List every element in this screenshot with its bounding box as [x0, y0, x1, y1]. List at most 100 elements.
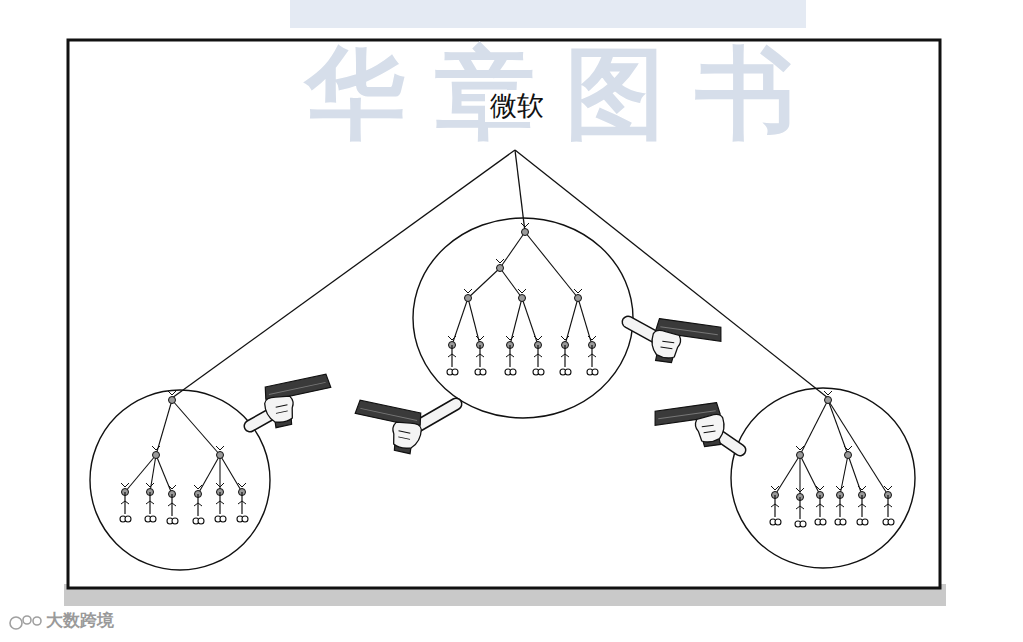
person-mark — [194, 485, 202, 489]
hand-with-gun — [653, 402, 740, 453]
person-figure — [146, 501, 154, 504]
person-mark — [884, 486, 892, 490]
person-mark — [816, 486, 824, 490]
person-mark — [448, 336, 456, 340]
logo-ring — [33, 617, 41, 625]
person-figure — [887, 495, 888, 517]
person-node — [217, 452, 224, 459]
person-figure — [479, 345, 480, 367]
tree-branch — [156, 400, 172, 455]
person-figure — [816, 504, 824, 507]
person-figure — [124, 492, 125, 514]
person-node — [522, 229, 529, 236]
person-figure — [799, 497, 800, 519]
logo-ring — [10, 617, 22, 629]
person-mark — [476, 336, 484, 340]
person-figure — [149, 492, 150, 514]
org-tree — [770, 391, 894, 527]
tree-branch — [198, 455, 220, 494]
watermark: 华章图书 — [305, 44, 795, 144]
tree-branch — [848, 455, 862, 495]
hierarchy-line — [515, 150, 828, 398]
person-mark — [771, 486, 779, 490]
person-figure — [796, 506, 804, 509]
person-figure — [861, 495, 862, 517]
person-figure — [509, 345, 510, 367]
person-figure — [888, 519, 894, 525]
person-mark — [844, 446, 852, 450]
person-figure — [564, 345, 565, 367]
person-figure — [591, 345, 592, 367]
person-figure — [774, 495, 775, 517]
person-figure — [775, 519, 781, 525]
hand — [694, 413, 726, 443]
person-figure — [800, 521, 806, 527]
person-mark — [796, 446, 804, 450]
person-figure — [839, 495, 840, 517]
person-figure — [592, 369, 598, 375]
person-node — [169, 397, 176, 404]
person-figure — [840, 519, 846, 525]
person-mark — [216, 446, 224, 450]
person-figure — [220, 516, 226, 522]
person-node — [575, 295, 582, 302]
person-node — [519, 295, 526, 302]
person-mark — [521, 223, 529, 227]
hand — [389, 419, 422, 451]
division-circle — [731, 388, 915, 568]
pistol — [349, 400, 422, 455]
tree-branch — [500, 232, 525, 268]
tree-branch — [800, 400, 828, 455]
logo-ring — [23, 616, 31, 624]
person-mark — [796, 488, 804, 492]
person-figure — [451, 345, 452, 367]
person-figure — [480, 369, 486, 375]
tree-branch — [220, 455, 242, 492]
tree-branch — [468, 268, 500, 298]
hand-with-gun — [250, 374, 337, 429]
person-figure — [476, 354, 484, 357]
person-mark — [858, 486, 866, 490]
person-figure — [198, 518, 204, 524]
person-figure — [121, 501, 129, 504]
person-mark — [496, 259, 504, 263]
finger — [275, 405, 289, 414]
person-figure — [819, 495, 820, 517]
division-circle — [90, 390, 270, 570]
watermark-logo-text: 大数跨境 — [46, 612, 114, 629]
person-mark — [464, 289, 472, 293]
person-mark — [824, 391, 832, 395]
person-figure — [238, 501, 246, 504]
pistol — [263, 374, 336, 429]
person-figure — [588, 354, 596, 357]
person-figure — [771, 504, 779, 507]
person-mark — [534, 336, 542, 340]
pistol-detail — [360, 408, 417, 420]
person-node — [797, 452, 804, 459]
tree-branch — [775, 455, 800, 495]
person-figure — [836, 504, 844, 507]
person-node — [497, 265, 504, 272]
person-figure — [510, 369, 516, 375]
person-figure — [216, 501, 224, 504]
person-node — [153, 452, 160, 459]
person-figure — [168, 503, 176, 506]
person-figure — [884, 504, 892, 507]
hand — [650, 329, 682, 359]
person-figure — [448, 354, 456, 357]
finger — [661, 341, 675, 349]
org-tree — [120, 391, 248, 524]
person-figure — [506, 354, 514, 357]
hand-with-gun — [628, 318, 723, 369]
logo-icon — [10, 616, 41, 629]
division-circle — [413, 218, 633, 418]
person-mark — [238, 483, 246, 487]
tree-branch — [828, 400, 888, 495]
person-mark — [168, 485, 176, 489]
hand — [263, 393, 296, 425]
person-node — [465, 295, 472, 302]
person-mark — [168, 391, 176, 395]
person-mark — [836, 486, 844, 490]
tree-branch — [172, 400, 220, 455]
person-figure — [452, 369, 458, 375]
